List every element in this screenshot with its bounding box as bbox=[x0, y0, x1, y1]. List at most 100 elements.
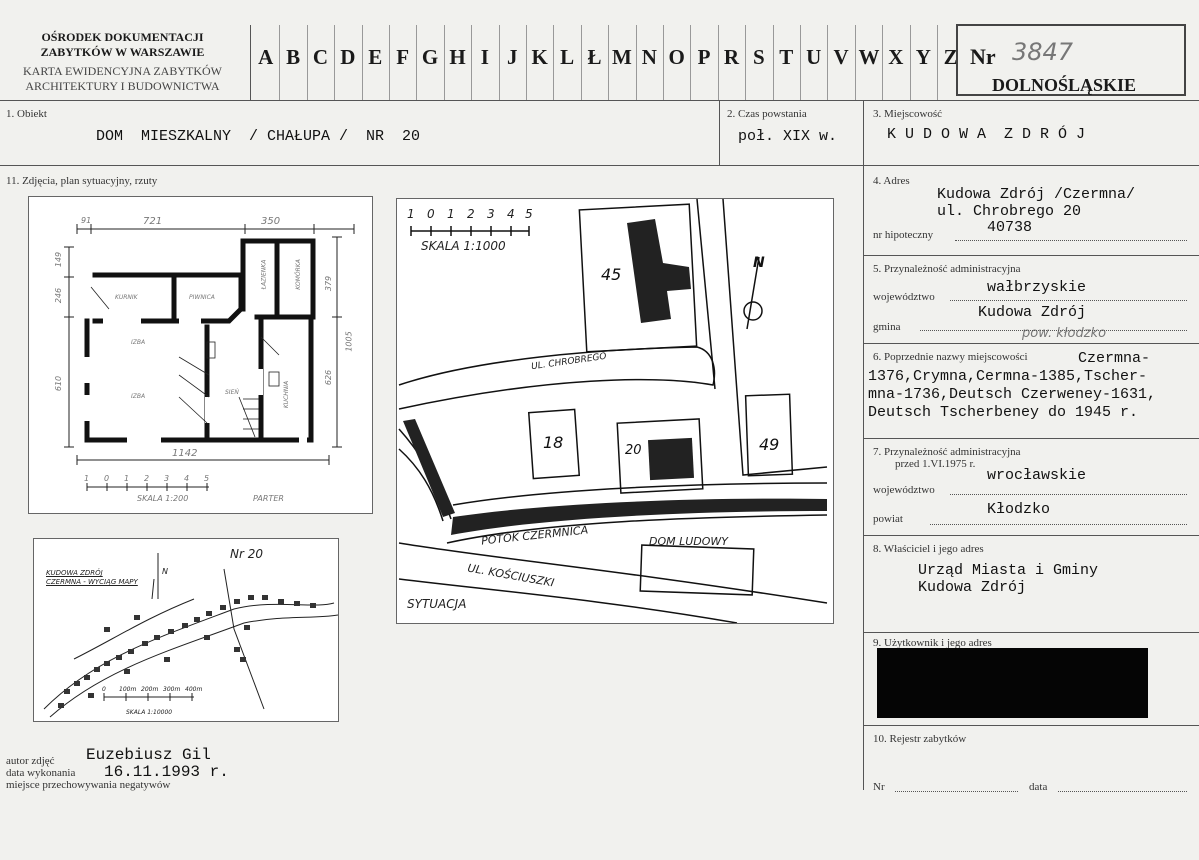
index-letter: K bbox=[531, 45, 548, 69]
commune-note: pow. kłodzko bbox=[1022, 326, 1107, 341]
region-name: DOLNOŚLĄSKIE bbox=[992, 75, 1137, 95]
site-scale-tick: 3 bbox=[487, 207, 495, 221]
locator-title-2: CZERMNA - WYCIĄG MAPY bbox=[46, 578, 138, 586]
site-scale-tick: 0 bbox=[427, 207, 435, 221]
index-letter: J bbox=[507, 45, 518, 69]
site-scale-tick: 4 bbox=[507, 207, 515, 221]
plan-floor-label: PARTER bbox=[253, 494, 284, 503]
room-label: KURNIK bbox=[115, 294, 138, 301]
room-label: KOMÓRKA bbox=[294, 259, 302, 290]
index-letter: V bbox=[833, 45, 849, 69]
mortgage-value: 40738 bbox=[987, 219, 1033, 236]
nr-box bbox=[956, 24, 1186, 96]
locator-scale-label: SKALA 1:10000 bbox=[126, 709, 173, 716]
address-line-1: Kudowa Zdrój /Czermna/ bbox=[937, 186, 1136, 203]
floor-plan: 91 721 350 1142 246 149 610 379 1005 626… bbox=[28, 196, 373, 514]
card-type: KARTA EWIDENCYJNA ZABYTKÓW ARCHITEKTURY … bbox=[0, 64, 245, 94]
owner-line-1: Urząd Miasta i Gminy bbox=[918, 562, 1099, 579]
index-letter: N bbox=[641, 45, 657, 69]
commune-value: Kudowa Zdrój bbox=[978, 304, 1087, 321]
plan-dim-left-2: 149 bbox=[54, 251, 64, 268]
index-letter: M bbox=[611, 45, 632, 69]
card-type-line-2: ARCHITEKTURY I BUDOWNICTWA bbox=[25, 79, 220, 93]
plan-dim-right-2: 1005 bbox=[344, 331, 354, 352]
locator-scale-tick: 200m bbox=[141, 686, 159, 693]
locator-scale-tick: 300m bbox=[163, 686, 181, 693]
index-letter: E bbox=[368, 45, 383, 69]
locality-label: 3. Miejscowość bbox=[873, 108, 943, 120]
voivodeship-before-value: wrocławskie bbox=[987, 467, 1087, 484]
index-letter: R bbox=[723, 45, 740, 69]
former-names-line-3: mna-1736,Deutsch Czerweney-1631, bbox=[868, 386, 1157, 403]
room-label: IZBA bbox=[131, 339, 146, 346]
building-number-49: 49 bbox=[759, 435, 780, 454]
former-names-label: 6. Poprzednie nazwy miejscowości bbox=[873, 351, 1028, 363]
plan-dim-top-2: 721 bbox=[143, 216, 163, 227]
locator-scale-tick: 400m bbox=[185, 686, 203, 693]
building-number-20: 20 bbox=[625, 443, 642, 458]
plan-dim-right-1: 379 bbox=[324, 275, 334, 292]
register-nr-label: Nr bbox=[873, 781, 885, 793]
plan-dim-top-3: 350 bbox=[261, 216, 281, 227]
index-letter: Ł bbox=[587, 45, 602, 69]
org-name: OŚRODEK DOKUMENTACJI ZABYTKÓW W WARSZAWI… bbox=[0, 30, 245, 60]
index-letter: G bbox=[421, 45, 439, 69]
site-plan: 1 0 1 2 3 4 5 SKALA 1:1000 N 45 18 20 49… bbox=[396, 198, 834, 624]
index-letter: H bbox=[449, 45, 466, 69]
index-letter: P bbox=[697, 45, 711, 69]
nr-label: Nr bbox=[970, 44, 996, 69]
period-value: poł. XIX w. bbox=[738, 128, 838, 145]
index-letter: S bbox=[753, 45, 765, 69]
card-type-line-1: KARTA EWIDENCYJNA ZABYTKÓW bbox=[23, 64, 222, 78]
locator-scale-tick: 100m bbox=[119, 686, 137, 693]
address-line-2: ul. Chrobrego 20 bbox=[937, 203, 1082, 220]
site-scale-tick: 1 bbox=[407, 207, 415, 221]
owner-line-2: Kudowa Zdrój bbox=[918, 579, 1027, 596]
redaction-box bbox=[877, 648, 1148, 718]
register-label: 10. Rejestr zabytków bbox=[873, 733, 967, 745]
locality-value: K U D O W A Z D R Ó J bbox=[887, 126, 1086, 143]
photo-author-value: Euzebiusz Gil bbox=[86, 746, 211, 764]
site-scale-label: SKALA 1:1000 bbox=[421, 239, 506, 253]
former-names-line-4: Deutsch Tscherbeney do 1945 r. bbox=[868, 404, 1139, 421]
voivodeship-before-label: województwo bbox=[873, 484, 935, 496]
negatives-label: miejsce przechowywania negatywów bbox=[6, 779, 171, 791]
plan-scale-tick: 1 bbox=[84, 474, 90, 483]
photos-label: 11. Zdjęcia, plan sytuacyjny, rzuty bbox=[6, 175, 158, 187]
room-label: KUCHNIA bbox=[283, 380, 291, 409]
index-letter: I bbox=[480, 45, 489, 69]
index-letter: B bbox=[286, 45, 301, 69]
plan-dim-left-3: 610 bbox=[54, 375, 64, 392]
building-number-45: 45 bbox=[601, 265, 622, 284]
commune-label: gmina bbox=[873, 321, 901, 333]
plan-dim-top-1: 91 bbox=[81, 216, 92, 225]
room-label: PIWNICA bbox=[189, 294, 215, 301]
index-letter: Y bbox=[915, 45, 931, 69]
address-label: 4. Adres bbox=[873, 175, 910, 187]
plan-scale-tick: 2 bbox=[144, 474, 150, 483]
former-names-line-2: 1376,Crymna,Cermna-1385,Tscher- bbox=[868, 368, 1148, 385]
index-letter: W bbox=[858, 45, 880, 69]
plan-dim-right-3: 626 bbox=[324, 369, 334, 386]
index-letter: O bbox=[668, 45, 685, 69]
room-label: SIEŃ bbox=[225, 389, 239, 396]
admin-label: 5. Przynależność administracyjna bbox=[873, 263, 1021, 275]
north-arrow-label: N bbox=[753, 255, 765, 271]
site-scale-tick: 1 bbox=[447, 207, 455, 221]
site-title: SYTUACJA bbox=[407, 597, 467, 611]
building-number-18: 18 bbox=[543, 433, 564, 452]
nr-value: 3847 bbox=[1012, 38, 1074, 66]
voivodeship-value: wałbrzyskie bbox=[987, 279, 1087, 296]
photo-author-label: autor zdjęć bbox=[6, 755, 55, 767]
object-value: DOM MIESZKALNY / CHAŁUPA / NR 20 bbox=[96, 128, 421, 145]
locator-map: KUDOWA ZDRÓJ CZERMNA - WYCIĄG MAPY N Nr … bbox=[33, 538, 339, 722]
county-label: powiat bbox=[873, 513, 903, 525]
plan-dim-bottom: 1142 bbox=[172, 448, 198, 459]
index-letter: D bbox=[340, 45, 356, 69]
locator-north: N bbox=[162, 567, 168, 576]
site-scale-tick: 5 bbox=[525, 207, 533, 221]
plan-scale-tick: 0 bbox=[104, 474, 110, 483]
plan-scale-tick: 3 bbox=[164, 474, 170, 483]
index-letter: A bbox=[258, 45, 274, 69]
room-label: IZBA bbox=[131, 393, 146, 400]
